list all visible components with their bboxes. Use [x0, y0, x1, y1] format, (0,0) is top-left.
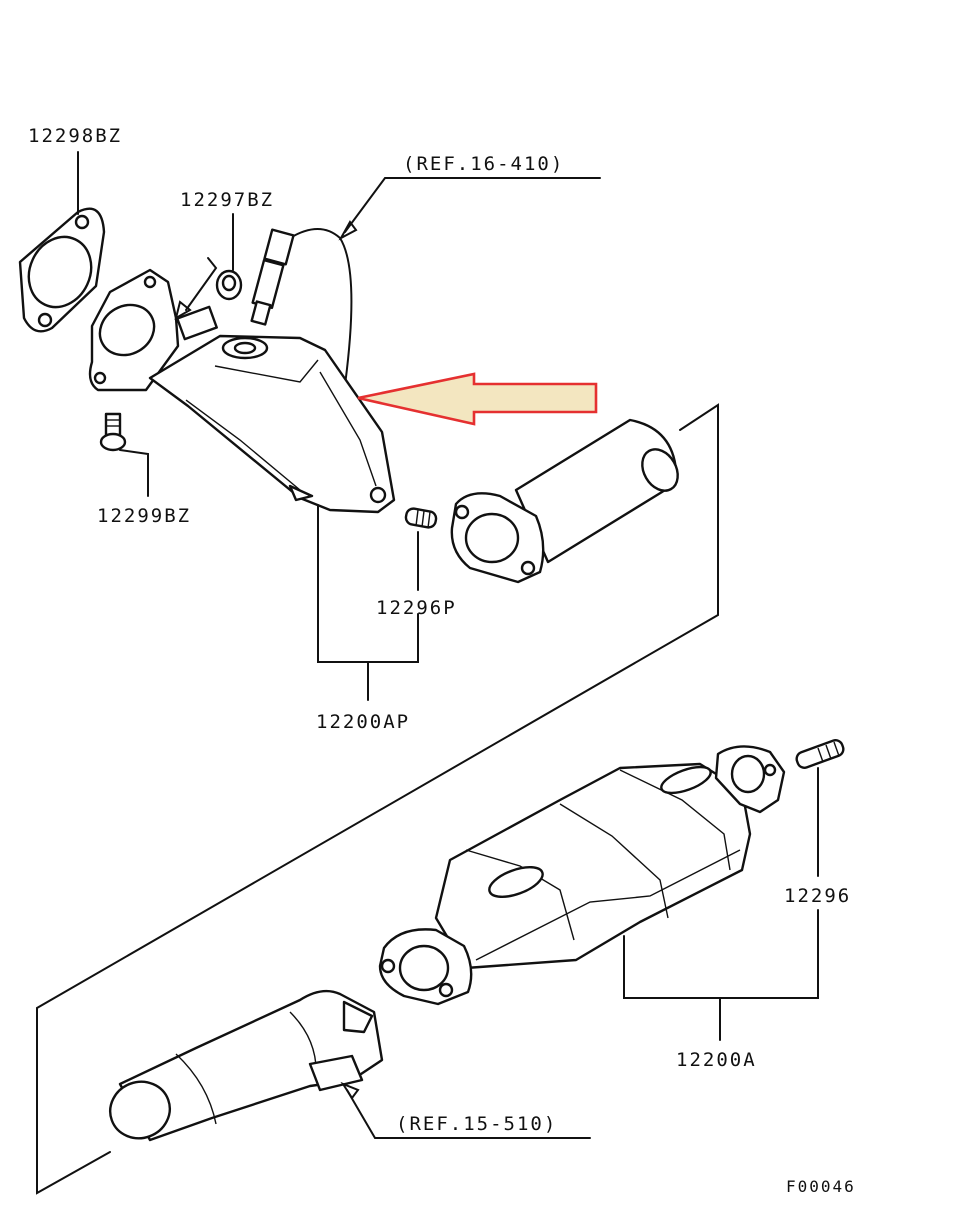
exploded-view-frame: [36, 403, 719, 1195]
connecting-pipe-upper: [450, 418, 679, 584]
figure-code: F00046: [786, 1177, 856, 1196]
catalytic-converter-12200A[interactable]: [378, 745, 786, 1006]
label-12296P: 12296P: [376, 597, 457, 619]
front-pipe-12200AP[interactable]: [88, 268, 396, 514]
label-ref-15-510: (REF.15-510): [396, 1113, 557, 1135]
bolt-12299BZ[interactable]: [99, 412, 127, 452]
label-12200A: 12200A: [676, 1049, 757, 1071]
stud-12296P[interactable]: [404, 507, 438, 529]
label-12298BZ: 12298BZ: [28, 125, 122, 147]
oxygen-sensor[interactable]: [250, 228, 353, 386]
rear-exhaust-pipe: [109, 989, 384, 1142]
label-ref-16-410: (REF.16-410): [403, 153, 564, 175]
leader-lines: [77, 151, 819, 1139]
gasket-12298BZ[interactable]: [18, 207, 106, 333]
label-12299BZ: 12299BZ: [97, 505, 191, 527]
label-12297BZ: 12297BZ: [180, 189, 274, 211]
red-outlined-arrow-icon: [357, 372, 598, 426]
stud-12296[interactable]: [795, 738, 846, 769]
nut-12297BZ[interactable]: [215, 269, 243, 301]
label-12296: 12296: [784, 885, 851, 907]
label-12200AP: 12200AP: [316, 711, 410, 733]
